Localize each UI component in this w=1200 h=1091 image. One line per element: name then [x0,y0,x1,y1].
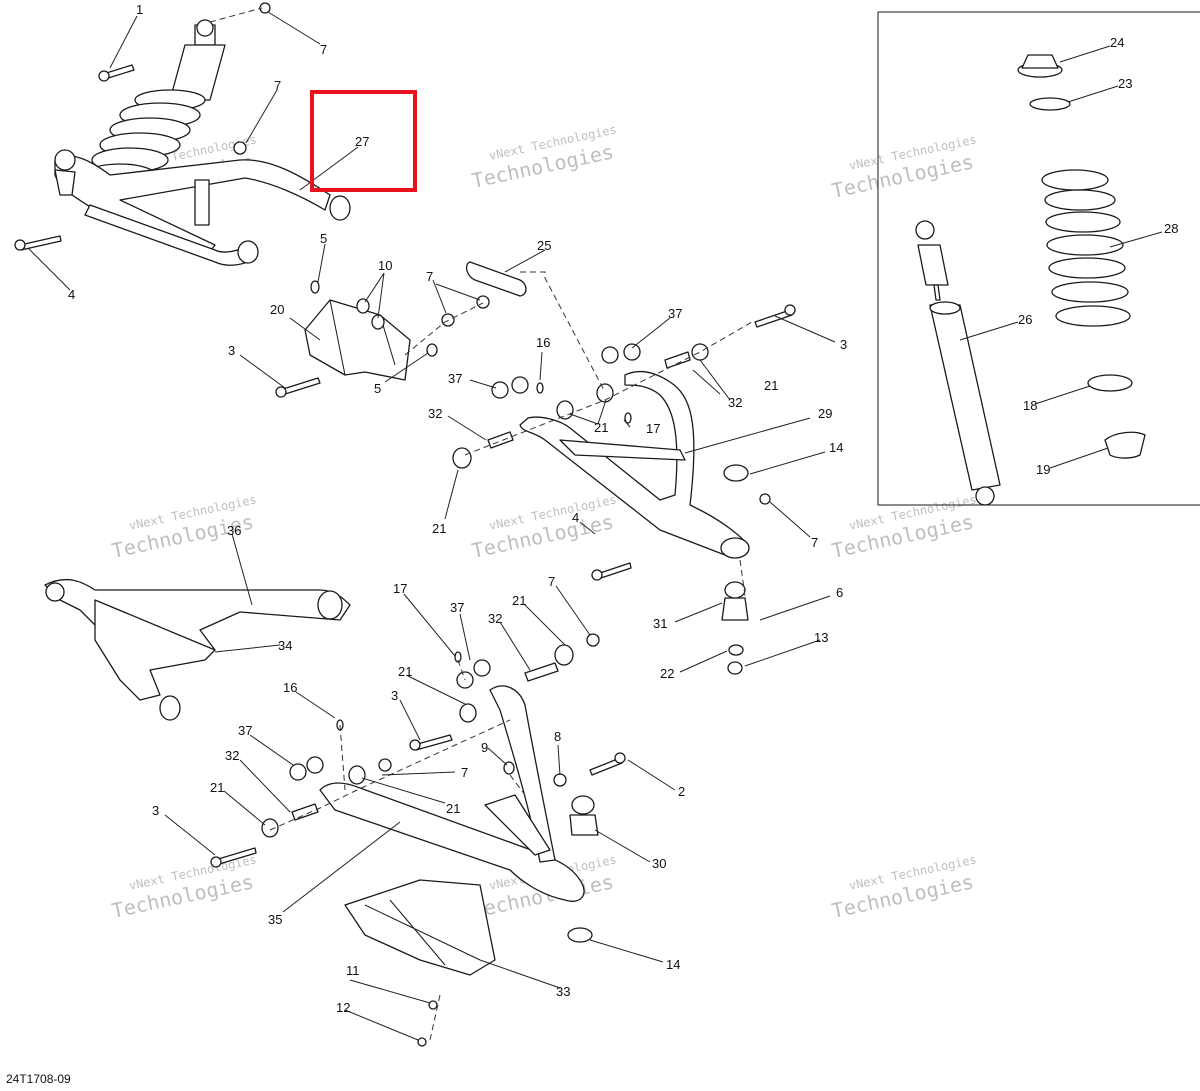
upper-assembly-illustration [14,2,351,266]
callout-24: 24 [1110,35,1124,50]
callout-18: 18 [1023,398,1037,413]
lower-arm-illustration [210,633,626,1047]
callout-37: 37 [448,371,462,386]
callout-29: 29 [818,406,832,421]
callout-16: 16 [283,680,297,695]
callout-9: 9 [481,740,488,755]
callout-33: 33 [556,984,570,999]
callout-21: 21 [446,801,460,816]
callout-7: 7 [426,269,433,284]
callout-14: 14 [666,957,680,972]
watermark: vNext Technologies Technologies [830,492,978,563]
callout-16: 16 [536,335,550,350]
callout-25: 25 [537,238,551,253]
callout-3: 3 [228,343,235,358]
callout-12: 12 [336,1000,350,1015]
callout-8: 8 [554,729,561,744]
callout-5: 5 [374,381,381,396]
callout-11: 11 [346,963,360,978]
callout-4: 4 [572,510,579,525]
callout-labels: 1 7 7 27 4 5 10 20 3 5 7 25 16 37 37 32 … [68,2,1178,1015]
lower-assembly-illustration [44,578,351,721]
callout-17: 17 [646,421,660,436]
callout-32: 32 [488,611,502,626]
callout-7: 7 [811,535,818,550]
callout-2: 2 [678,784,685,799]
callout-17: 17 [393,581,407,596]
callout-34: 34 [278,638,292,653]
callout-19: 19 [1036,462,1050,477]
callout-22: 22 [660,666,674,681]
callout-21: 21 [512,593,526,608]
callout-6: 6 [836,585,843,600]
watermark: vNext Technologies Technologies [110,852,258,923]
center-upper-illustration [275,261,796,675]
callout-7: 7 [548,574,555,589]
callout-3: 3 [391,688,398,703]
callout-5: 5 [320,231,327,246]
callout-21: 21 [432,521,446,536]
callout-1: 1 [136,2,143,17]
callout-7: 7 [461,765,468,780]
callout-30: 30 [652,856,666,871]
callout-37: 37 [238,723,252,738]
callout-21: 21 [210,780,224,795]
callout-32: 32 [428,406,442,421]
watermark: vNext Technologies Technologies [830,132,978,203]
assembly-dashed-lines [209,7,753,1041]
callout-37: 37 [668,306,682,321]
watermark: vNext Technologies Technologies [470,492,618,563]
callout-32: 32 [225,748,239,763]
callout-13: 13 [814,630,828,645]
callout-3: 3 [152,803,159,818]
figure-code: 24T1708-09 [6,1072,71,1086]
callout-32: 32 [728,395,742,410]
callout-7: 7 [320,42,327,57]
callout-3: 3 [840,337,847,352]
callout-27: 27 [355,134,369,149]
callout-4: 4 [68,287,75,302]
callout-21: 21 [594,420,608,435]
callout-23: 23 [1118,76,1132,91]
callout-36: 36 [227,523,241,538]
highlight-box [310,90,417,192]
shock-exploded-frame-border [877,11,1200,506]
shock-components-illustration [915,54,1146,506]
watermark: vNext Technologies Technologies [470,122,618,193]
callout-14: 14 [829,440,843,455]
callout-35: 35 [268,912,282,927]
callout-26: 26 [1018,312,1032,327]
callout-28: 28 [1164,221,1178,236]
watermark: vNext Technologies Technologies [830,852,978,923]
callout-10: 10 [378,258,392,273]
callout-7: 7 [274,78,281,93]
callout-20: 20 [270,302,284,317]
leader-lines [27,11,1163,1041]
callout-31: 31 [653,616,667,631]
callout-37: 37 [450,600,464,615]
callout-21: 21 [398,664,412,679]
callout-21: 21 [764,378,778,393]
